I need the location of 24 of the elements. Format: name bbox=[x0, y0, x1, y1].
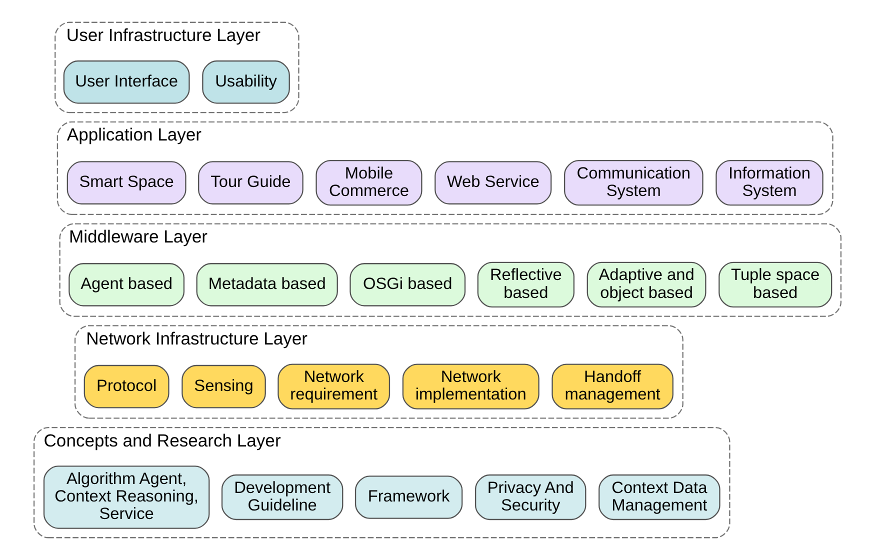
node-box: Development Guideline bbox=[220, 474, 343, 520]
node-box: Framework bbox=[354, 476, 462, 519]
node-box: Metadata based bbox=[196, 263, 338, 306]
node-box: Network requirement bbox=[277, 364, 390, 410]
node-box: Usability bbox=[202, 60, 290, 104]
node-box: Sensing bbox=[181, 364, 266, 408]
node-box: Information System bbox=[715, 160, 823, 206]
node-box: Handoff management bbox=[551, 364, 673, 410]
node-box: Protocol bbox=[83, 364, 169, 408]
node-box: Context Data Management bbox=[598, 474, 720, 520]
node-box: Communication System bbox=[563, 160, 703, 206]
node-box: Mobile Commerce bbox=[315, 160, 422, 206]
node-box: Adaptive and object based bbox=[586, 262, 706, 308]
node-box: Algorithm Agent, Context Reasoning, Service bbox=[42, 466, 210, 529]
node-box: Tour Guide bbox=[198, 161, 303, 204]
node-box: User Interface bbox=[62, 60, 190, 104]
node-box: Web Service bbox=[434, 161, 552, 204]
node-box: OSGi based bbox=[349, 263, 466, 306]
node-box: Privacy And Security bbox=[474, 474, 586, 520]
node-box: Smart Space bbox=[66, 161, 186, 204]
node-box: Network implementation bbox=[402, 364, 539, 410]
node-box: Reflective based bbox=[476, 262, 574, 308]
node-box: Tuple space based bbox=[718, 262, 832, 308]
node-box: Agent based bbox=[68, 263, 184, 306]
